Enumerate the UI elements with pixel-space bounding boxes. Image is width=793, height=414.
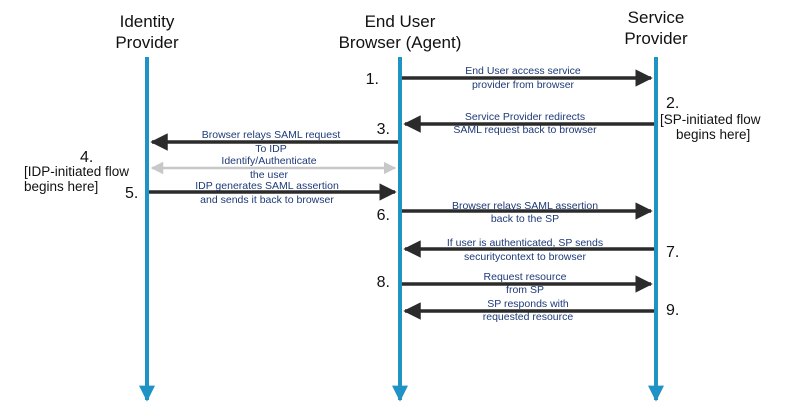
- step-9-label-line2: requested resource: [483, 311, 574, 323]
- step-2-label-line2: SAML request back to browser: [453, 124, 597, 136]
- step-3-label-line1: Browser relays SAML request: [202, 129, 341, 141]
- identity-provider-title-line1: Identity: [120, 12, 175, 31]
- step-7-number: 7.: [666, 244, 679, 261]
- step-4-note-line2: begins here]: [24, 179, 98, 194]
- step-1-number: 1.: [366, 71, 379, 88]
- service-provider-title-line1: Service: [628, 8, 685, 27]
- step-2-label-line1: Service Provider redirects: [465, 111, 585, 123]
- step-2-note-line2: begins here]: [676, 127, 750, 142]
- step-6-number: 6.: [377, 207, 390, 224]
- browser-title-line1: End User: [365, 12, 436, 31]
- identity-provider-title-line2: Provider: [115, 33, 179, 52]
- step-3-number: 3.: [377, 121, 390, 138]
- step-4-label-line1: Identify/Authenticate: [221, 155, 316, 167]
- step-8-number: 8.: [377, 274, 390, 291]
- step-5-label-line2: and sends it back to browser: [200, 194, 334, 206]
- step-7-label-line2: securitycontext to browser: [464, 251, 586, 263]
- step-2-note-line1: [SP-initiated flow: [660, 112, 761, 127]
- step-4-note-line1: [IDP-initiated flow: [24, 164, 129, 179]
- step-4-number: 4.: [80, 149, 93, 166]
- step-3-label-line2: To IDP: [255, 143, 287, 155]
- step-8-label-line1: Request resource: [484, 271, 567, 283]
- step-1-label-line2: provider from browser: [472, 79, 575, 91]
- step-5-number: 5.: [125, 185, 138, 202]
- step-6-label-line2: back to the SP: [491, 213, 559, 225]
- step-2-number: 2.: [666, 95, 679, 112]
- step-7-label-line1: If user is authenticated, SP sends: [447, 237, 603, 249]
- step-1-label-line1: End User access service: [465, 65, 581, 77]
- step-8-label-line2: from SP: [506, 284, 544, 296]
- step-4-label-line2: the user: [250, 169, 288, 181]
- service-provider-title-line2: Provider: [624, 29, 688, 48]
- step-5-label-line1: IDP generates SAML assertion: [195, 180, 339, 192]
- browser-title-line2: Browser (Agent): [339, 33, 462, 52]
- step-9-number: 9.: [666, 302, 679, 319]
- step-9-label-line1: SP responds with: [487, 298, 569, 310]
- step-6-label-line1: Browser relays SAML assertion: [452, 200, 598, 212]
